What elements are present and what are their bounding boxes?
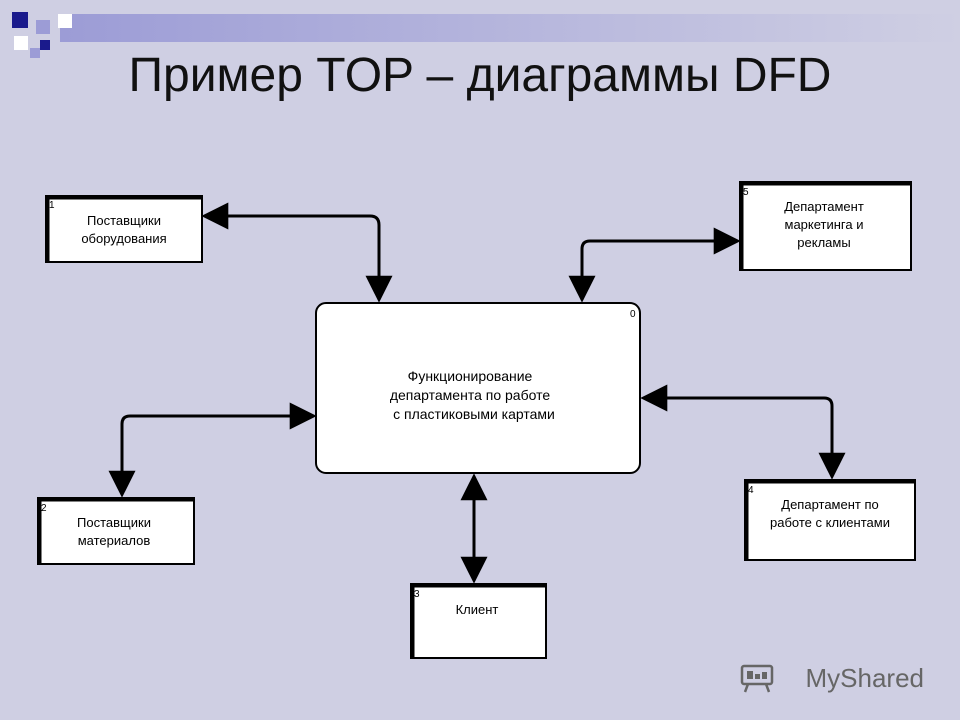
deco-square [14, 36, 28, 50]
entity-label-line: Клиент [456, 602, 499, 617]
entity-suppliers-equipment: 1 Поставщики оборудования [45, 195, 203, 263]
process-box: 0 Функционирование департамента по работ… [315, 302, 641, 474]
slide-title: Пример TOP – диаграммы DFD [128, 49, 832, 102]
top-gradient-bar [60, 14, 960, 42]
entity-suppliers-materials: 2 Поставщики материалов [37, 497, 195, 565]
entity-client-dept: 4 Департамент по работе с клиентами [744, 479, 916, 561]
deco-square [58, 14, 72, 28]
entity-label-line: рекламы [797, 235, 850, 250]
flow-marketing-dept [568, 227, 741, 303]
presentation-icon [740, 664, 774, 693]
entity-label-line: работе с клиентами [770, 515, 890, 530]
entity-label-line: материалов [78, 533, 151, 548]
entity-number: 3 [414, 589, 420, 600]
entity-number: 1 [49, 200, 55, 211]
entity-number: 5 [743, 187, 749, 198]
deco-square [40, 40, 50, 50]
flow-suppliers-equipment [201, 202, 393, 303]
deco-square [36, 20, 50, 34]
flow-client-dept [640, 384, 846, 480]
entity-marketing-dept: 5 Департамент маркетинга и рекламы [739, 181, 912, 271]
process-label-line: с пластиковыми картами [393, 406, 555, 422]
entity-client: 3 Клиент [410, 583, 547, 659]
entity-number: 4 [748, 485, 754, 496]
watermark-text: MyShared [805, 663, 925, 693]
deco-square [30, 48, 40, 58]
entity-label-line: Поставщики [87, 213, 161, 228]
entity-label-line: Департамент [784, 199, 864, 214]
flow-suppliers-materials [108, 402, 317, 498]
deco-square [12, 12, 28, 28]
entity-number: 2 [41, 503, 47, 514]
entity-label-line: маркетинга и [785, 217, 864, 232]
slide-decoration [12, 12, 960, 58]
process-label-line: Функционирование [408, 368, 533, 384]
entity-label-line: оборудования [81, 231, 166, 246]
process-label-line: департамента по работе [390, 387, 550, 403]
entity-label-line: Поставщики [77, 515, 151, 530]
entity-label-line: Департамент по [781, 497, 878, 512]
process-number: 0 [630, 309, 636, 320]
